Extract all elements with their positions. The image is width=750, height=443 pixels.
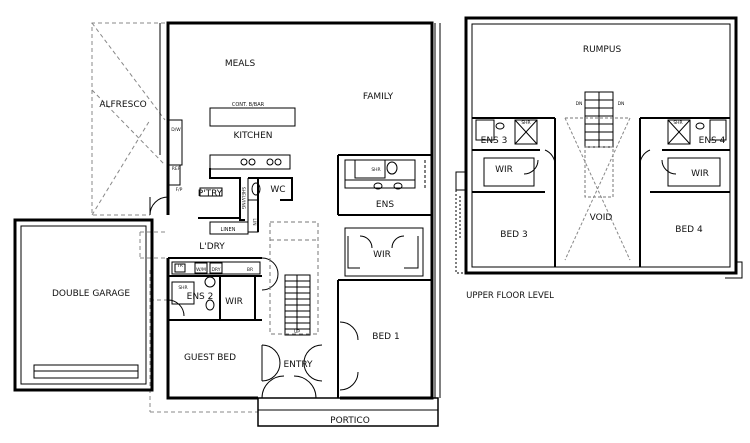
meals-label: MEALS [225,59,256,69]
br-label: BR [247,267,253,273]
dw-label: D/W [171,127,181,133]
entry-doors [261,344,323,399]
ref-label: REF [172,166,181,172]
dry-label: DRY [211,267,220,273]
ens3-label: ENS 3 [481,136,508,146]
ens2-label: ENS 2 [187,292,214,302]
bed4-label: BED 4 [675,225,703,235]
void-label: VOID [590,213,613,223]
bed3-label: BED 3 [500,230,527,240]
wir-main-label: WIR [373,250,391,260]
bed1-walls [337,279,432,398]
pantry-block [198,168,293,235]
portico-label: PORTICO [330,416,370,426]
upper-internal-walls [472,117,730,267]
kitchen-fixtures [167,107,296,186]
pantry-label: P'TRY [198,189,223,199]
upper-outer-walls [455,16,743,279]
ens4-label: ENS 4 [699,136,726,146]
wir4-label: WIR [691,169,709,179]
dn2-label: DN [618,101,625,107]
alfresco-label: ALFRESCO [99,100,146,110]
bed3-door [544,149,556,167]
tr-label: TR [176,263,183,269]
shr-main-label: SHR [371,167,380,173]
wir-main-walls [344,227,424,277]
rumpus-label: RUMPUS [583,45,622,55]
upper-floor-plan [455,16,743,279]
kitchen-label: KITCHEN [234,131,273,141]
wir-guest-label: WIR [225,297,243,307]
ens-label: ENS [376,200,394,210]
shr4-label: SHR [673,120,682,126]
linen-label: LINEN [221,227,236,233]
shr3-label: SHR [521,120,530,126]
up-label: UP [294,329,300,335]
dn1-label: DN [576,101,583,107]
double-garage-label: DOUBLE GARAGE [52,289,130,299]
portico-outline [257,397,439,427]
laundry-guest-walls [167,257,279,321]
ens4-fixtures [661,119,727,187]
wc-label: WC [270,185,285,195]
fp-label: F/P [176,187,183,193]
shelving-label: SHELVING [240,187,246,210]
upper-floor-title: UPPER FLOOR LEVEL [466,291,554,301]
laundry-label: L'DRY [199,242,225,252]
alfresco-dashed [91,22,258,413]
entry-label: ENTRY [283,360,313,370]
ground-floor-labels: ALFRESCO MEALS FAMILY CONT. B/BAR KITCHE… [52,59,400,426]
wir3-label: WIR [495,165,513,175]
garage-door-arc [149,196,169,216]
ensuite-main [337,154,432,216]
stairs-ground [269,221,319,336]
garage-walls [13,218,154,392]
upper-floor-labels: RUMPUS ENS 3 ENS 4 WIR WIR VOID BED 3 BE… [466,45,726,301]
wm-label: W/M [196,267,206,273]
upper-stairs [564,91,631,261]
bed1-label: BED 1 [372,332,399,342]
shr-ens2-label: SHR [178,285,187,291]
bed4-door [639,149,651,167]
ens3-fixtures [475,119,539,187]
ground-floor-plan [13,21,441,427]
family-label: FAMILY [363,92,394,102]
cont-bar-label: CONT. B/BAR [232,102,265,108]
upper-balcony-railing [459,196,580,275]
guest-bed-label: GUEST BED [184,353,236,363]
lin-fixture-label: LIN [251,218,257,225]
